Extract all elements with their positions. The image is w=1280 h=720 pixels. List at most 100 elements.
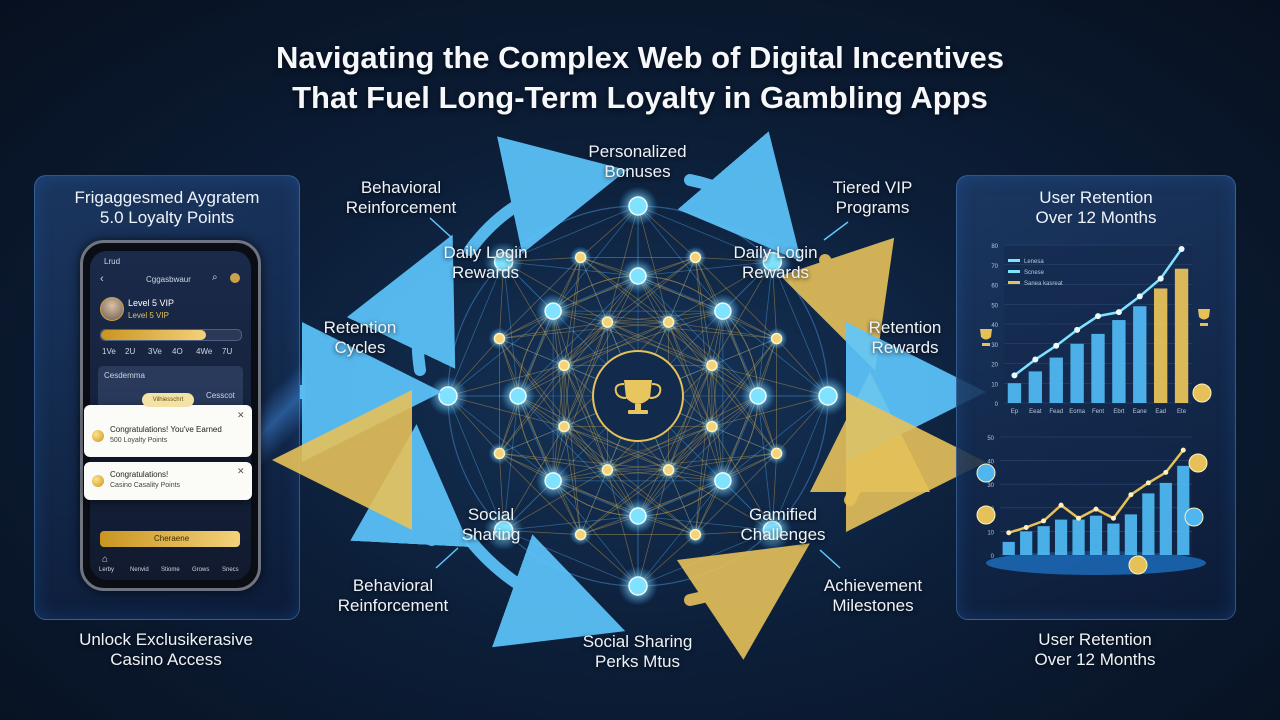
- label-line: Social: [467, 505, 515, 524]
- phone-stat: 4We: [196, 347, 213, 356]
- title-line-2: That Fuel Long-Term Loyalty in Gambling …: [292, 80, 988, 115]
- network-edge: [668, 453, 777, 471]
- network-edge: [668, 338, 777, 471]
- pointer-line: [435, 547, 459, 569]
- label-line: Achievement: [823, 576, 923, 595]
- chart1-legend-label: Sanea kasreat: [1024, 281, 1063, 287]
- chart1-point: [1157, 275, 1164, 282]
- chart1-x-tick: Ep: [1011, 409, 1019, 415]
- network-edge: [552, 321, 608, 481]
- network-edge: [503, 515, 639, 531]
- arrow-bottom-left: [464, 534, 626, 648]
- network-node-blue: [714, 472, 732, 490]
- close-icon[interactable]: ✕: [237, 466, 245, 476]
- network-edge: [499, 257, 581, 339]
- chart2-y-tick: 0: [991, 554, 995, 560]
- chart1-y-tick: 50: [991, 303, 998, 309]
- arrow-left-lower: [350, 424, 471, 548]
- notification-points-earned[interactable]: Vilhiesschrt ✕ Congratulations! You've E…: [84, 393, 252, 457]
- chart2-point: [1128, 492, 1134, 498]
- chart2-point: [1163, 469, 1169, 475]
- right-panel-title-line-2: Over 12 Months: [1035, 208, 1157, 227]
- phone-level-sub: Level 5 VIP: [128, 311, 169, 320]
- chart1-legend-swatch: [1008, 259, 1020, 262]
- network-node-blue: [714, 302, 732, 320]
- phone-progress-track: [100, 329, 242, 341]
- label-line: Challenges: [740, 525, 826, 544]
- network-node-gold: [706, 359, 718, 372]
- network-edge: [503, 469, 608, 531]
- notification-congrats[interactable]: ✕ Congratulations! Casino Casality Point…: [84, 462, 252, 500]
- network-node-gold: [662, 464, 675, 476]
- network-edge: [607, 321, 759, 397]
- label-line: Rewards: [741, 263, 810, 282]
- network-edge: [563, 257, 581, 366]
- network-edge: [607, 321, 777, 339]
- network-edge: [447, 395, 554, 482]
- network-edge: [563, 365, 608, 471]
- chart2-bar: [1020, 531, 1033, 555]
- right-panel-title-line-1: User Retention: [1039, 188, 1153, 207]
- phone-search-icon[interactable]: ⌕: [212, 272, 218, 283]
- chart2-bar: [1124, 514, 1138, 555]
- chart2-point: [1110, 515, 1116, 521]
- phone-nav-home-icon[interactable]: ⌂: [102, 554, 109, 565]
- chart1-x-tick: Fead: [1049, 409, 1063, 415]
- network-edge: [563, 426, 696, 535]
- phone-stat: 3Ve: [148, 347, 162, 356]
- network-edge: [606, 205, 639, 323]
- notification-line-1: Congratulations! You've Earned: [110, 425, 222, 434]
- chart1-bar: [1049, 357, 1063, 403]
- network-node-blue: [749, 387, 767, 405]
- notification-line-1: Congratulations!: [110, 470, 169, 479]
- coin-icon: [976, 505, 996, 525]
- phone-back-icon[interactable]: ‹: [100, 273, 104, 285]
- label-line: Retention: [868, 318, 942, 337]
- network-edge: [607, 426, 713, 471]
- network-edge: [668, 469, 773, 531]
- network-edge: [668, 321, 724, 481]
- chart1-y-tick: 20: [991, 363, 998, 369]
- network-edge: [580, 426, 713, 535]
- phone-avatar: [100, 297, 124, 321]
- label-line: Behavioral: [352, 576, 434, 595]
- chart2-point: [1058, 502, 1064, 508]
- close-icon[interactable]: ✕: [237, 410, 245, 420]
- network-edge: [517, 395, 669, 471]
- chart2-y-tick: 40: [987, 460, 994, 466]
- network-edge: [607, 469, 696, 535]
- network-edge: [499, 321, 669, 339]
- chart1-x-tick: Ete: [1177, 409, 1187, 415]
- network-edge: [499, 453, 608, 471]
- network-edge: [563, 365, 581, 535]
- label-line: Tiered VIP: [832, 178, 913, 197]
- network-edge: [517, 395, 639, 517]
- chart2-bar: [1159, 482, 1172, 555]
- chart2-point: [1093, 506, 1099, 512]
- phone-section-right: Cesscot: [206, 391, 235, 400]
- network-edge: [563, 365, 639, 517]
- phone-cta-button[interactable]: [100, 531, 240, 547]
- label-behavioral-reinforcement-top: Behavioral Reinforcement: [326, 178, 476, 218]
- label-gamified-challenges: Gamified Challenges: [718, 505, 848, 545]
- label-line: Social Sharing: [582, 632, 693, 651]
- network-edge: [503, 395, 519, 531]
- phone-avatar-small[interactable]: [230, 273, 240, 283]
- trophy-icon: [614, 380, 662, 414]
- chart2-bar: [1089, 515, 1103, 555]
- chart2-bar: [1142, 493, 1155, 555]
- phone-nav-item[interactable]: Lerby: [99, 567, 115, 573]
- phone-nav-item[interactable]: Grows: [192, 567, 210, 573]
- network-edge: [711, 426, 777, 454]
- network-node-gold: [574, 251, 587, 264]
- coin-icon: [92, 475, 104, 487]
- right-panel-footer-line-2: Over 12 Months: [1034, 650, 1156, 669]
- chart1-point: [1074, 326, 1081, 333]
- phone-nav-item[interactable]: Nenvid: [130, 567, 149, 573]
- chart1-legend-label: Scnese: [1024, 270, 1045, 276]
- network-edge: [695, 426, 713, 535]
- phone-nav-item[interactable]: Snecs: [222, 567, 239, 573]
- network-edge: [503, 261, 639, 277]
- phone-nav-item[interactable]: Stiome: [161, 567, 180, 573]
